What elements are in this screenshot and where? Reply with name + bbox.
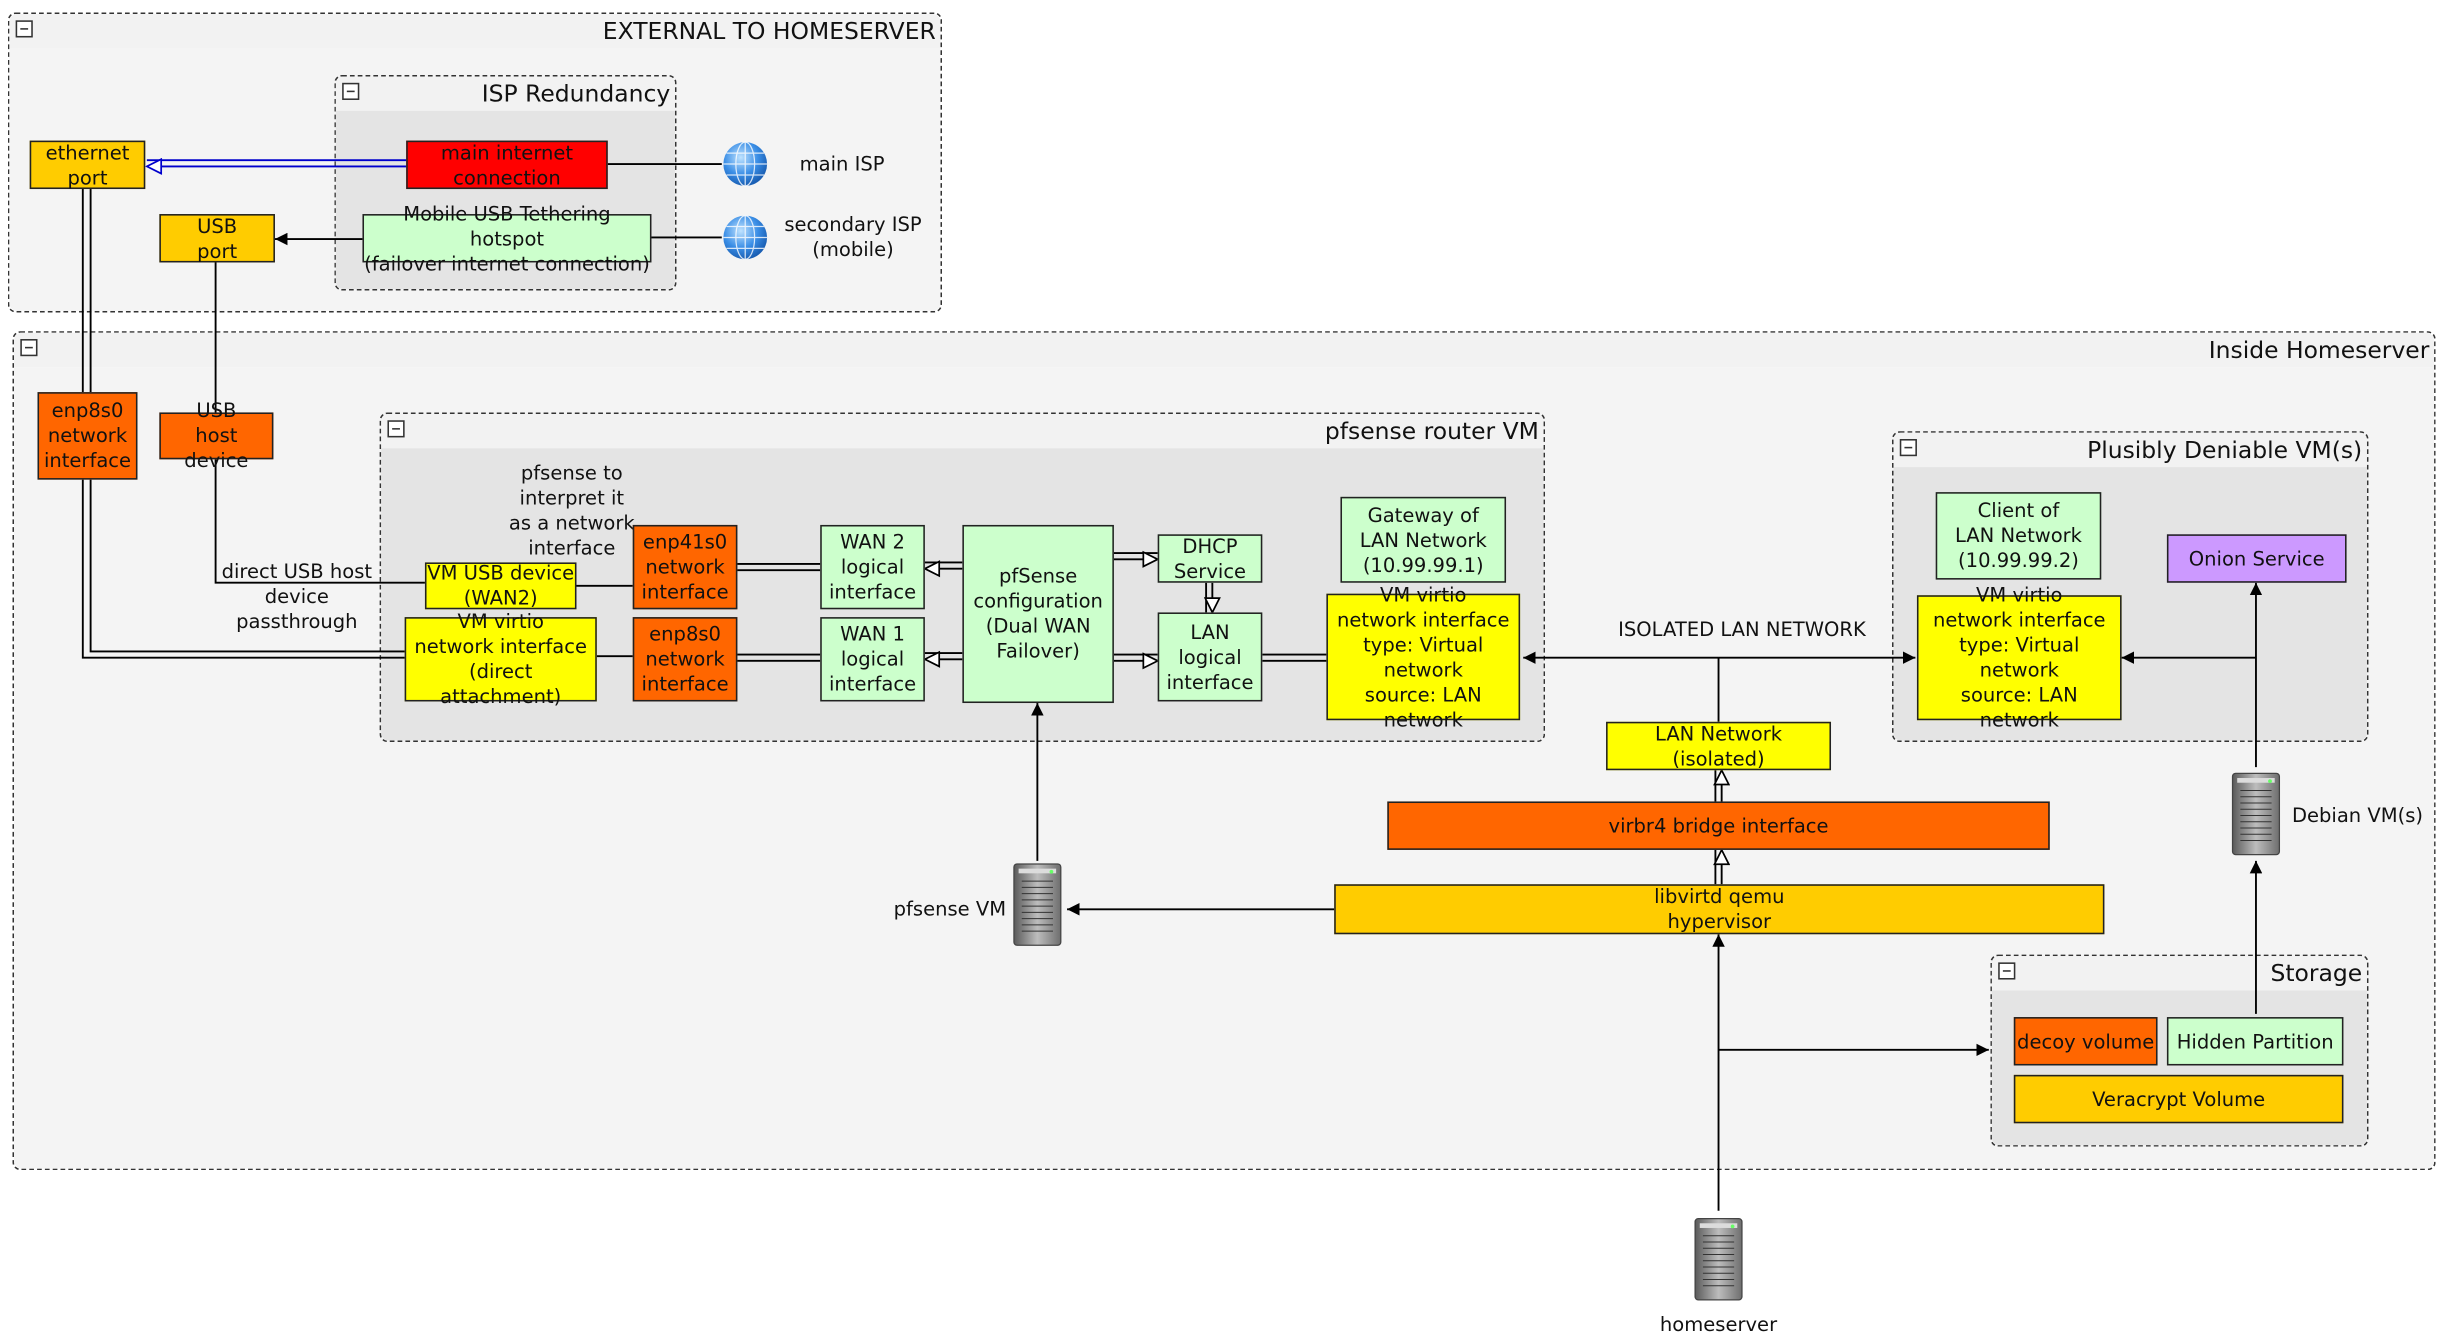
vm-virtio-lan-pfsense[interactable]: VM virtio network interface type: Virtua… <box>1326 582 1521 730</box>
collapse-toggle-icon[interactable] <box>20 339 38 357</box>
pfsense-vm-label: pfsense VM <box>893 896 1007 921</box>
usb-host-device[interactable]: USB host device <box>159 398 274 472</box>
collapse-toggle-icon[interactable] <box>342 82 360 100</box>
lan-logical-interface[interactable]: LAN logical interface <box>1157 612 1263 702</box>
usb-port[interactable]: USB port <box>159 213 275 263</box>
vm-virtio-direct-attachment[interactable]: VM virtio network interface (direct atta… <box>404 609 597 708</box>
collapse-toggle-icon[interactable] <box>15 20 33 38</box>
virbr4-bridge-interface[interactable]: virbr4 bridge interface <box>1387 801 2050 850</box>
main-isp-label: main ISP <box>799 151 885 175</box>
vm-virtio-lan-debian[interactable]: VM virtio network interface type: Virtua… <box>1916 583 2122 731</box>
usb-passthrough-label: direct USB host device passthrough <box>221 559 373 633</box>
server-icon[interactable] <box>2228 770 2284 857</box>
collapse-toggle-icon[interactable] <box>1998 962 2016 980</box>
mobile-usb-tethering-hotspot[interactable]: Mobile USB Tethering hotspot (failover i… <box>362 201 652 274</box>
group-title-storage: Storage <box>2270 959 2363 988</box>
enp8s0-host-interface[interactable]: enp8s0 network interface <box>37 392 138 480</box>
isolated-lan-network-label: ISOLATED LAN NETWORK <box>1618 617 1866 641</box>
group-title-pfsense: pfsense router VM <box>1324 417 1539 446</box>
gateway-of-lan-network[interactable]: Gateway of LAN Network (10.99.99.1) <box>1340 496 1507 583</box>
dhcp-service[interactable]: DHCP Service <box>1157 534 1263 583</box>
main-internet-connection[interactable]: main internet connection <box>406 140 608 190</box>
decoy-volume[interactable]: decoy volume <box>2013 1017 2158 1066</box>
globe-icon <box>723 214 768 260</box>
pfsense-configuration[interactable]: pfSense configuration (Dual WAN Failover… <box>962 524 1114 704</box>
wan2-logical-interface[interactable]: WAN 2 logical interface <box>820 524 925 610</box>
enp8s0-vm-interface[interactable]: enp8s0 network interface <box>632 617 738 702</box>
vm-usb-device-wan2[interactable]: VM USB device (WAN2) <box>424 561 577 610</box>
onion-service[interactable]: Onion Service <box>2166 534 2347 583</box>
pfsense-interpret-note: pfsense to interpret it as a network int… <box>508 460 635 560</box>
ethernet-port[interactable]: ethernet port <box>29 140 146 190</box>
homeserver-label: homeserver <box>1659 1312 1778 1336</box>
group-title-isp: ISP Redundancy <box>481 79 671 108</box>
group-title-deniable: Plusibly Deniable VM(s) <box>2087 435 2363 465</box>
globe-icon <box>723 141 768 187</box>
group-title-external: EXTERNAL TO HOMESERVER <box>602 17 936 46</box>
hidden-partition[interactable]: Hidden Partition <box>2166 1017 2344 1066</box>
client-of-lan-network[interactable]: Client of LAN Network (10.99.99.2) <box>1935 492 2102 580</box>
group-title-inside: Inside Homeserver <box>2208 335 2430 365</box>
server-icon[interactable] <box>1009 861 1065 948</box>
lan-network-isolated[interactable]: LAN Network (isolated) <box>1606 721 1832 771</box>
libvirtd-qemu-hypervisor[interactable]: libvirtd qemu hypervisor <box>1334 884 2105 935</box>
secondary-isp-label: secondary ISP (mobile) <box>784 212 922 261</box>
enp41s0-interface[interactable]: enp41s0 network interface <box>632 524 738 610</box>
debian-vm-label: Debian VM(s) <box>2291 803 2424 827</box>
wan1-logical-interface[interactable]: WAN 1 logical interface <box>820 617 925 702</box>
server-icon[interactable] <box>1690 1215 1746 1302</box>
collapse-toggle-icon[interactable] <box>387 420 405 438</box>
collapse-toggle-icon[interactable] <box>1899 439 1917 457</box>
veracrypt-volume[interactable]: Veracrypt Volume <box>2013 1074 2344 1124</box>
